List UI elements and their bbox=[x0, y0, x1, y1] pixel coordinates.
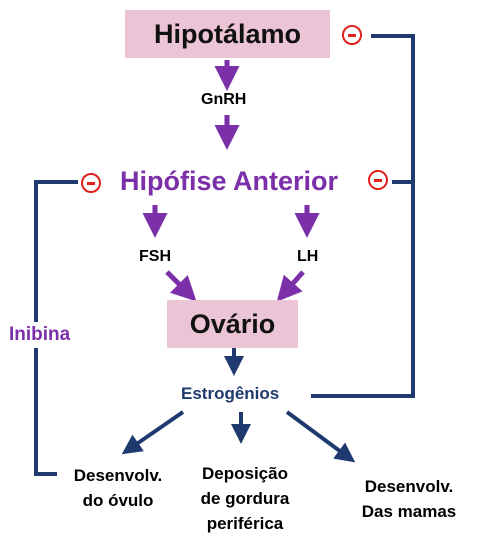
minus-circle-icon bbox=[81, 173, 101, 193]
effect-line: Das mamas bbox=[361, 502, 457, 521]
estrogens-label: Estrogênios bbox=[181, 384, 280, 403]
effect-line: do óvulo bbox=[82, 491, 154, 510]
effect-line: Desenvolv. bbox=[73, 466, 163, 485]
arrow-lh-to-ovary bbox=[276, 270, 305, 302]
lh-label: LH bbox=[297, 248, 319, 265]
inhibin-label: Inibina bbox=[9, 322, 71, 348]
anterior-pituitary-label: Hipófise Anterior bbox=[120, 166, 339, 196]
arrow-estrogens-to-ovum bbox=[121, 410, 185, 455]
effect-breast-development: Desenvolv. Das mamas bbox=[347, 474, 471, 524]
gnrh-label: GnRH bbox=[201, 91, 247, 108]
arrow-estrogens-to-breasts bbox=[285, 410, 356, 463]
effect-fat-deposition: Deposição de gordura periférica bbox=[190, 461, 300, 536]
effect-line: de gordura bbox=[200, 489, 290, 508]
feedback-line-estrogens bbox=[311, 34, 415, 398]
fsh-label: FSH bbox=[139, 248, 171, 265]
arrow-fsh-to-ovary bbox=[165, 270, 197, 302]
ovary-box: Ovário bbox=[167, 300, 298, 348]
ovary-label: Ovário bbox=[189, 308, 276, 339]
minus-circle-icon bbox=[342, 25, 362, 45]
hypothalamus-label: Hipotálamo bbox=[153, 18, 301, 49]
minus-circle-icon bbox=[368, 170, 388, 190]
effect-line: Desenvolv. bbox=[364, 477, 454, 496]
effect-ovum-development: Desenvolv. do óvulo bbox=[56, 463, 180, 513]
effect-line: Deposição bbox=[202, 464, 288, 483]
hypothalamus-box: Hipotálamo bbox=[125, 10, 330, 58]
effect-line: periférica bbox=[206, 514, 284, 533]
